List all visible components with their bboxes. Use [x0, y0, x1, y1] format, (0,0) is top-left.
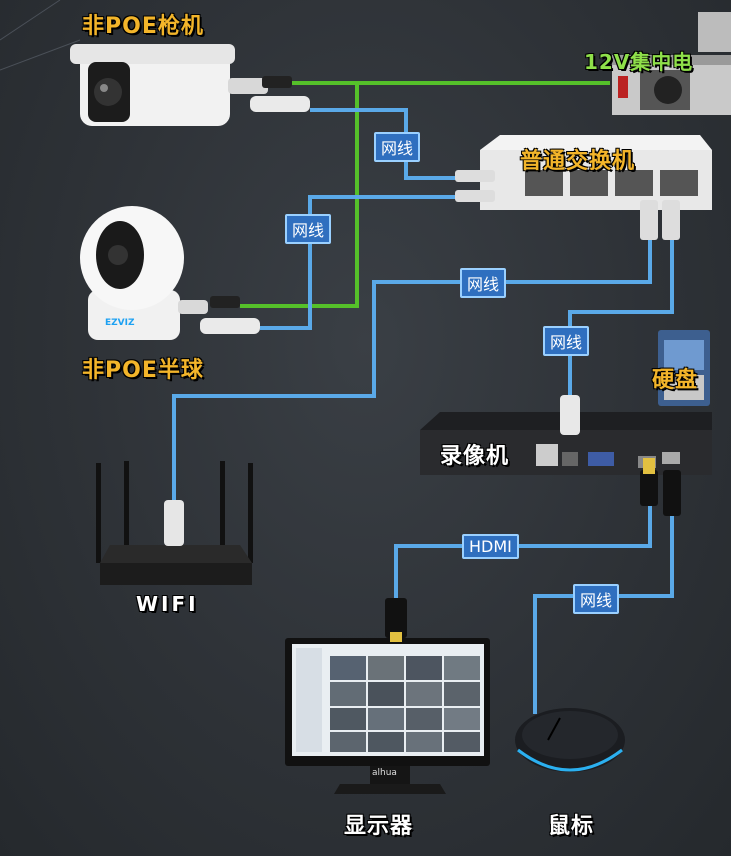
nvr-label: 录像机	[440, 444, 510, 469]
hdd-icon	[658, 330, 710, 435]
cable-tag: 网线	[460, 268, 507, 298]
bg-line	[0, 0, 61, 41]
net-cable-dome-switch	[260, 195, 480, 330]
monitor-brand-text: alhua	[372, 768, 397, 778]
power-supply-icon	[612, 12, 731, 115]
cable-tag: 网线	[374, 132, 421, 162]
dome-brand-text: EZVIZ	[105, 318, 135, 328]
net-cable-switch-router	[172, 240, 652, 508]
bg-line	[0, 39, 81, 71]
hdmi-cable	[394, 506, 652, 598]
monitor-label: 显示器	[344, 814, 414, 839]
monitor-icon	[285, 598, 490, 794]
mouse-icon	[515, 708, 625, 772]
camera-feed-grid	[330, 656, 480, 752]
bullet-camera-icon	[70, 44, 310, 126]
switch-icon	[455, 135, 712, 240]
mouse-label: 鼠标	[548, 814, 595, 839]
nvr-plugs	[640, 458, 681, 516]
cable-tag: HDMI	[462, 534, 519, 559]
nvr-icon	[420, 395, 712, 475]
router-label: WIFI	[136, 592, 199, 616]
switch-label: 普通交换机	[520, 149, 636, 174]
cable-tag: 网线	[285, 214, 332, 244]
bullet-camera-label: 非POE枪机	[82, 14, 204, 39]
hdd-label: 硬盘	[652, 368, 699, 393]
net-cable-switch-nvr	[568, 240, 674, 400]
router-icon	[96, 461, 253, 585]
cable-tag: 网线	[573, 584, 620, 614]
power-cable-dome	[240, 83, 359, 308]
dome-camera-icon	[80, 206, 260, 340]
cable-tag: 网线	[543, 326, 590, 356]
power-supply-label: 12V集中电	[584, 50, 694, 74]
dome-camera-label: 非POE半球	[82, 358, 204, 383]
